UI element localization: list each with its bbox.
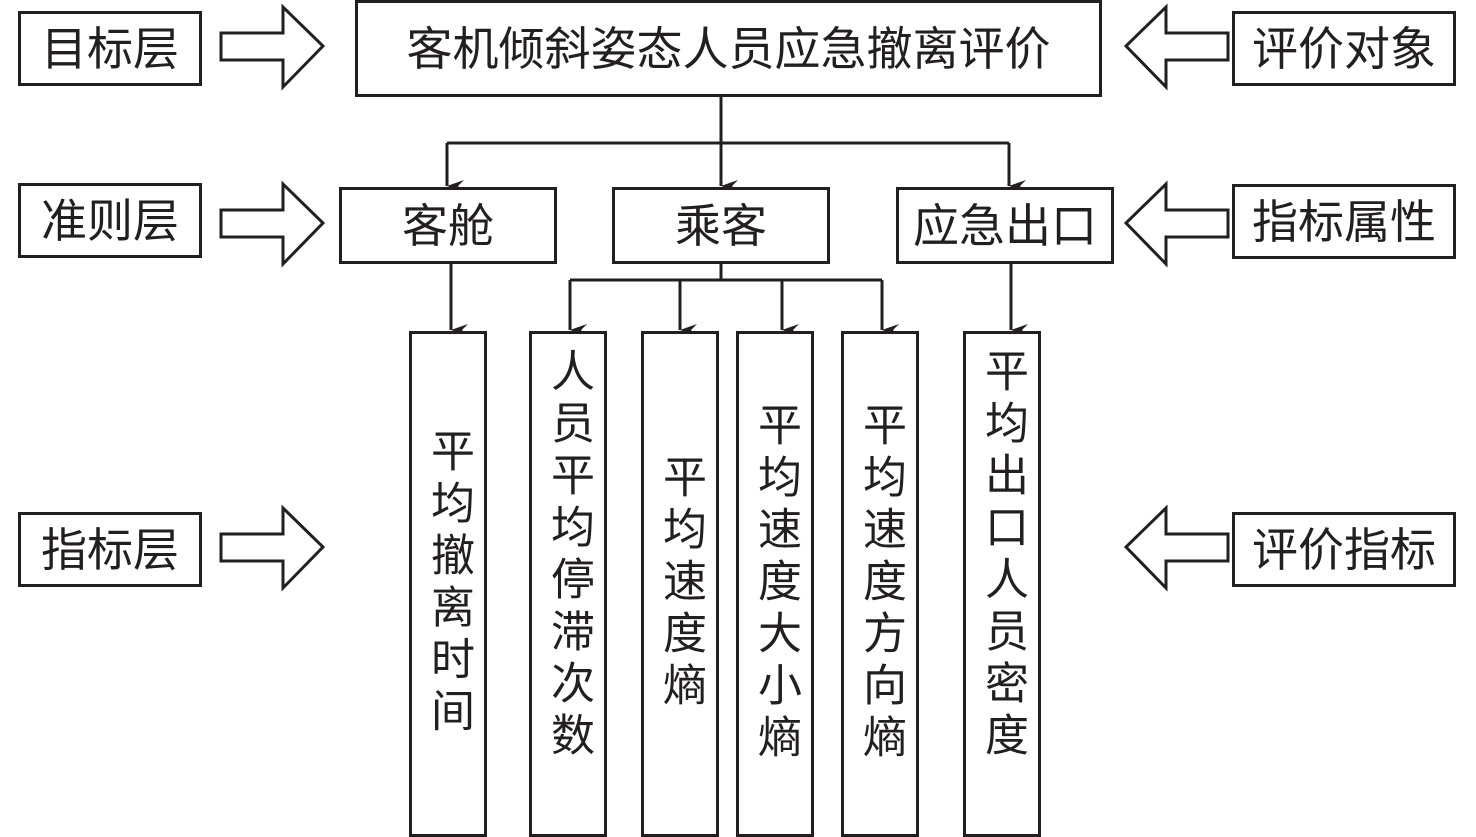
side-label-object-text: 评价对象 (1252, 21, 1436, 76)
layer-label-criteria: 准则层 (18, 183, 202, 258)
indicator-box: 平均撤离时间 (409, 331, 487, 837)
indicator-box: 平均速度熵 (641, 331, 719, 837)
criteria-box-exit: 应急出口 (896, 187, 1114, 264)
criteria-label: 应急出口 (913, 198, 1097, 253)
right-arrow-icon-indicator (219, 504, 326, 592)
indicator-label: 平均速度大小熵 (750, 402, 801, 766)
left-arrow-icon-index (1123, 504, 1230, 592)
layer-label-goal-text: 目标层 (41, 21, 179, 76)
indicator-label: 平均速度熵 (655, 454, 706, 714)
indicator-label: 平均出口人员密度 (977, 348, 1028, 764)
right-arrow-icon-criteria (219, 180, 326, 268)
layer-label-indicator: 指标层 (18, 512, 202, 587)
criteria-box-cabin: 客舱 (339, 187, 557, 264)
indicator-label: 人员平均停滞次数 (543, 348, 594, 764)
side-label-index-text: 评价指标 (1252, 522, 1436, 577)
indicator-label: 平均速度方向熵 (855, 402, 906, 766)
indicator-box: 人员平均停滞次数 (529, 331, 607, 837)
indicator-box: 平均速度大小熵 (736, 331, 814, 837)
right-arrow-icon-goal (219, 3, 326, 91)
goal-title: 客机倾斜姿态人员应急撤离评价 (406, 21, 1051, 76)
left-arrow-icon-attribute (1123, 180, 1230, 268)
criteria-label: 客舱 (402, 198, 494, 253)
indicator-box: 平均出口人员密度 (963, 331, 1041, 837)
indicator-label: 平均撤离时间 (423, 428, 474, 740)
side-label-index: 评价指标 (1232, 512, 1456, 587)
goal-box: 客机倾斜姿态人员应急撤离评价 (355, 0, 1102, 97)
side-label-attribute: 指标属性 (1232, 184, 1456, 259)
layer-label-goal: 目标层 (18, 11, 202, 86)
layer-label-criteria-text: 准则层 (41, 193, 179, 248)
criteria-label: 乘客 (675, 198, 767, 253)
side-label-object: 评价对象 (1232, 11, 1456, 86)
criteria-box-passenger: 乘客 (612, 187, 830, 264)
left-arrow-icon-object (1123, 3, 1230, 91)
layer-label-indicator-text: 指标层 (41, 522, 179, 577)
side-label-attribute-text: 指标属性 (1252, 194, 1436, 249)
indicator-box: 平均速度方向熵 (841, 331, 919, 837)
